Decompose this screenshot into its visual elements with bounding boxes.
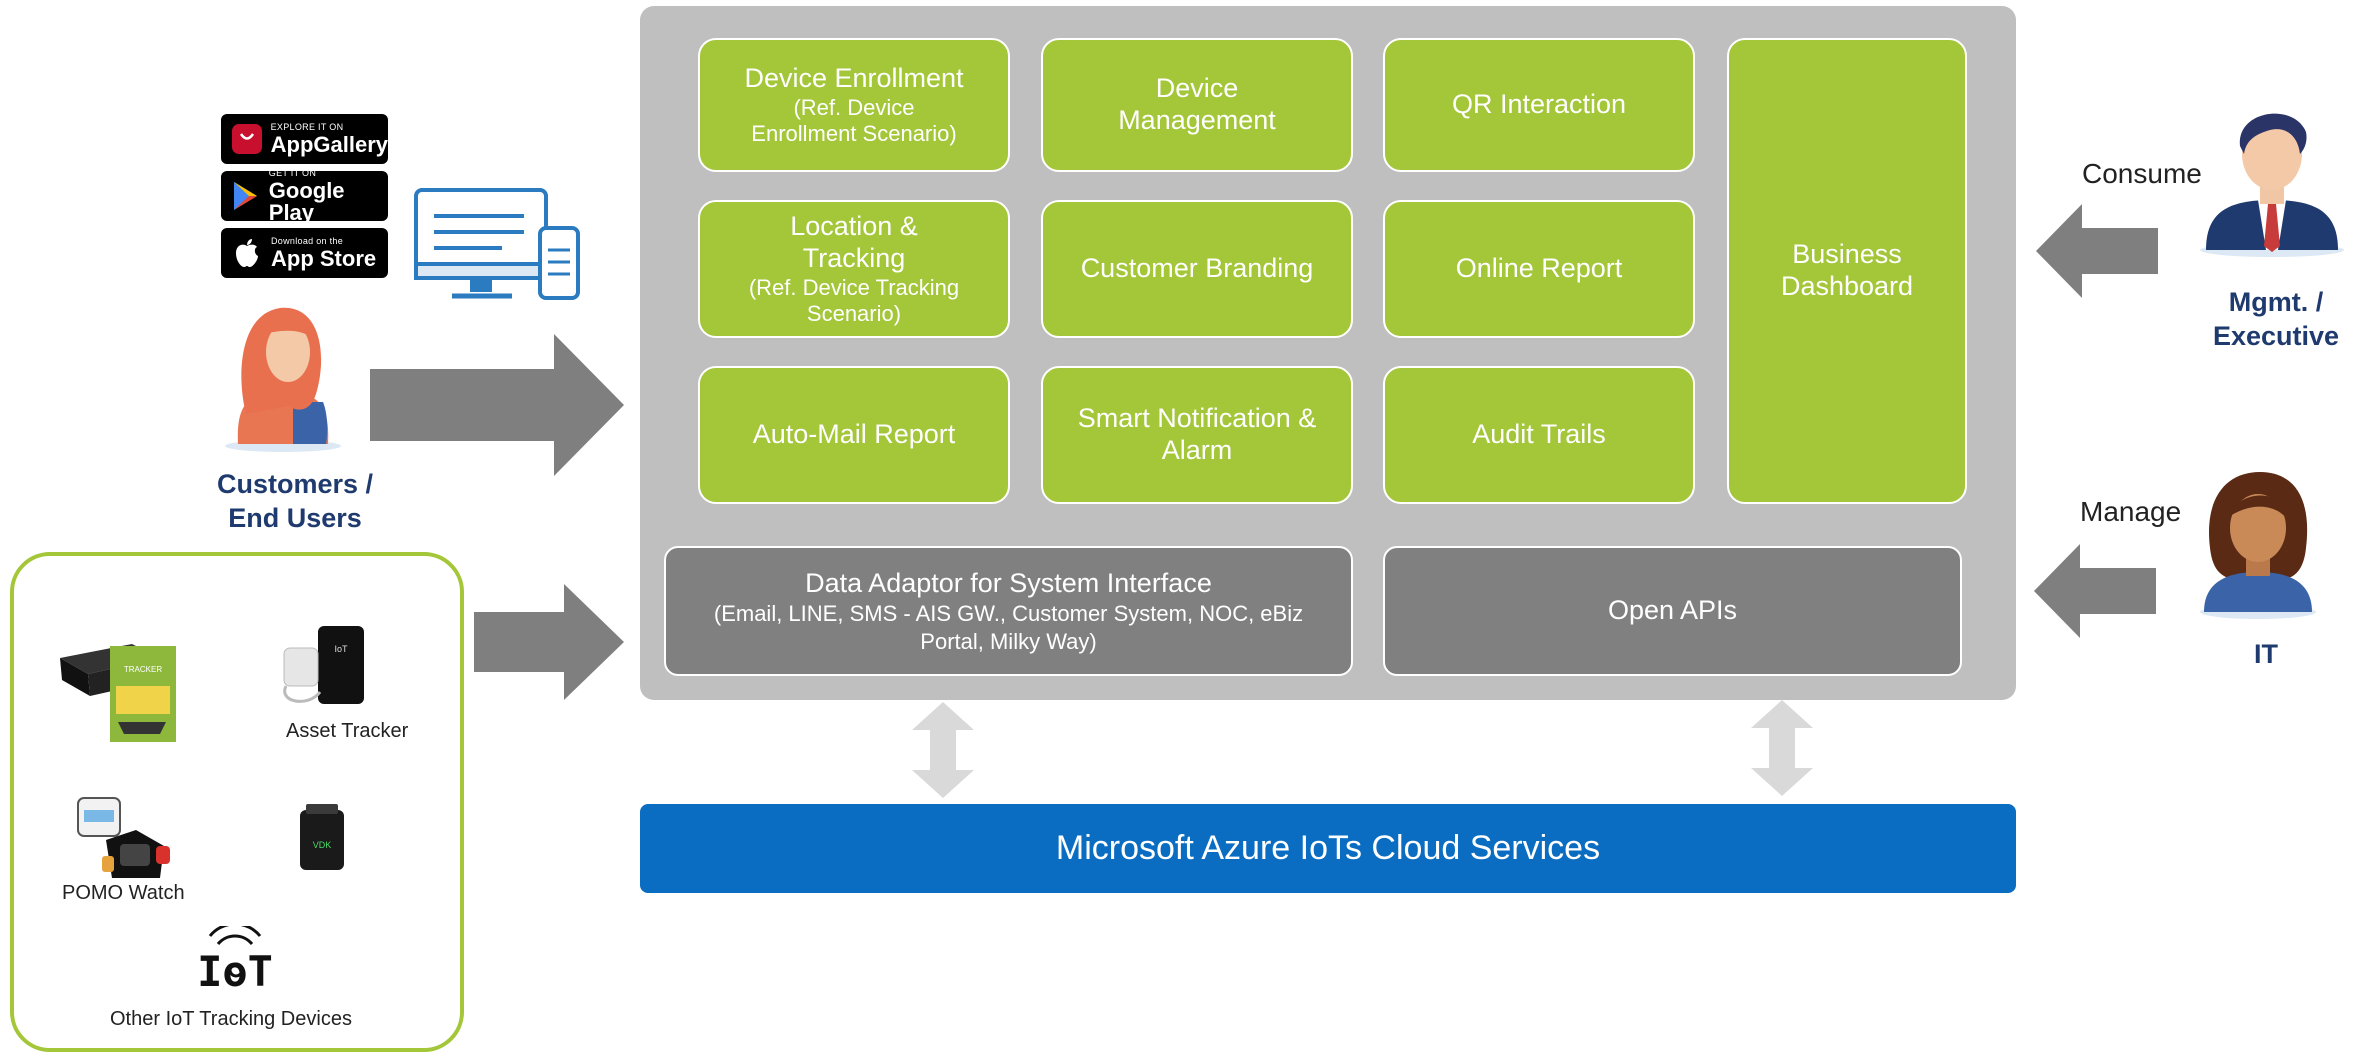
google-play-icon <box>229 178 263 214</box>
customers-label-text: Customers / End Users <box>216 469 374 533</box>
module-title: QR Interaction <box>1451 89 1627 120</box>
tracker-box-text: TRACKER <box>124 665 162 674</box>
it-role-label: IT <box>2206 638 2326 672</box>
manage-arrow <box>2034 544 2156 638</box>
module-title: Open APIs <box>1607 595 1738 626</box>
device-management-module[interactable]: Device Management <box>1041 38 1353 172</box>
module-title: Business Dashboard <box>1780 239 1914 301</box>
store-name: AppGallery <box>270 131 388 157</box>
module-subtitle: (Ref. Device Enrollment Scenario) <box>751 94 957 146</box>
module-subtitle: (Ref. Device Tracking Scenario) <box>748 274 960 326</box>
apple-icon <box>229 235 265 271</box>
online-report-module[interactable]: Online Report <box>1383 200 1695 338</box>
adaptor-azure-double-arrow <box>912 702 974 798</box>
it-label-text: IT <box>2254 639 2278 669</box>
module-title: Customer Branding <box>1080 253 1314 284</box>
module-title: Online Report <box>1455 253 1623 284</box>
module-subtitle: (Email, LINE, SMS - AIS GW., Customer Sy… <box>713 601 1304 654</box>
mgmt-role-label: Mgmt. / Executive <box>2196 286 2356 354</box>
store-small-text: GET IT ON <box>268 167 317 178</box>
business-dashboard-module[interactable]: Business Dashboard <box>1727 38 1967 504</box>
azure-cloud-services-bar[interactable]: Microsoft Azure IoTs Cloud Services <box>640 804 2016 893</box>
devices-to-adaptor-arrow <box>474 584 624 700</box>
asset-tracker-label: Asset Tracker <box>286 720 409 742</box>
azure-label: Microsoft Azure IoTs Cloud Services <box>1055 829 1601 867</box>
store-name: Google Play <box>268 177 345 225</box>
other-devices-label: Other IoT Tracking Devices <box>110 1008 352 1030</box>
module-title: Auto-Mail Report <box>752 419 956 450</box>
it-avatar-icon <box>2200 472 2316 619</box>
executive-avatar-icon <box>2200 113 2344 257</box>
customer-avatar-icon <box>225 307 341 452</box>
auto-mail-report-module[interactable]: Auto-Mail Report <box>698 366 1010 504</box>
open-apis-module[interactable]: Open APIs <box>1383 546 1962 676</box>
module-title: Data Adaptor for System Interface <box>805 567 1212 598</box>
location-tracking-module[interactable]: Location & Tracking (Ref. Device Trackin… <box>698 200 1010 338</box>
pomo-watch-label: POMO Watch <box>62 882 185 904</box>
mgmt-label-text: Mgmt. / Executive <box>2212 287 2340 351</box>
customer-branding-module[interactable]: Customer Branding <box>1041 200 1353 338</box>
obd-text: VDK <box>313 840 332 850</box>
data-adaptor-module[interactable]: Data Adaptor for System Interface (Email… <box>664 546 1353 676</box>
manage-label: Manage <box>2080 496 2182 527</box>
obd-tracker-icon: VDK <box>300 804 344 870</box>
consume-arrow <box>2036 204 2158 298</box>
qr-interaction-module[interactable]: QR Interaction <box>1383 38 1695 172</box>
module-title: Audit Trails <box>1472 419 1606 450</box>
iot-logo-icon: IoT <box>197 926 273 996</box>
module-title: Smart Notification & Alarm <box>1077 403 1317 465</box>
customers-role-label: Customers / End Users <box>190 468 400 536</box>
monitor-phone-icon <box>414 188 580 300</box>
svg-text:IoT: IoT <box>334 644 348 654</box>
store-small-text: Download on the <box>271 235 344 246</box>
gps-tracker-device-icon: TRACKER <box>60 644 176 742</box>
consume-label: Consume <box>2082 158 2202 189</box>
customer-to-platform-arrow <box>370 334 624 476</box>
pomo-watch-icon <box>77 797 170 878</box>
module-title: Device Management <box>1118 73 1276 135</box>
module-title: Device Enrollment <box>744 63 964 94</box>
asset-tracker-icon: IoT <box>283 626 364 704</box>
store-small-text: EXPLORE IT ON <box>270 121 344 132</box>
device-enrollment-module[interactable]: Device Enrollment (Ref. Device Enrollmen… <box>698 38 1010 172</box>
apis-azure-double-arrow <box>1751 700 1813 796</box>
smart-notification-module[interactable]: Smart Notification & Alarm <box>1041 366 1353 504</box>
store-name: App Store <box>271 245 377 271</box>
audit-trails-module[interactable]: Audit Trails <box>1383 366 1695 504</box>
huawei-appgallery-icon <box>229 121 265 157</box>
module-title: Location & Tracking <box>790 211 918 274</box>
iot-logo-text: IoT <box>197 947 273 996</box>
